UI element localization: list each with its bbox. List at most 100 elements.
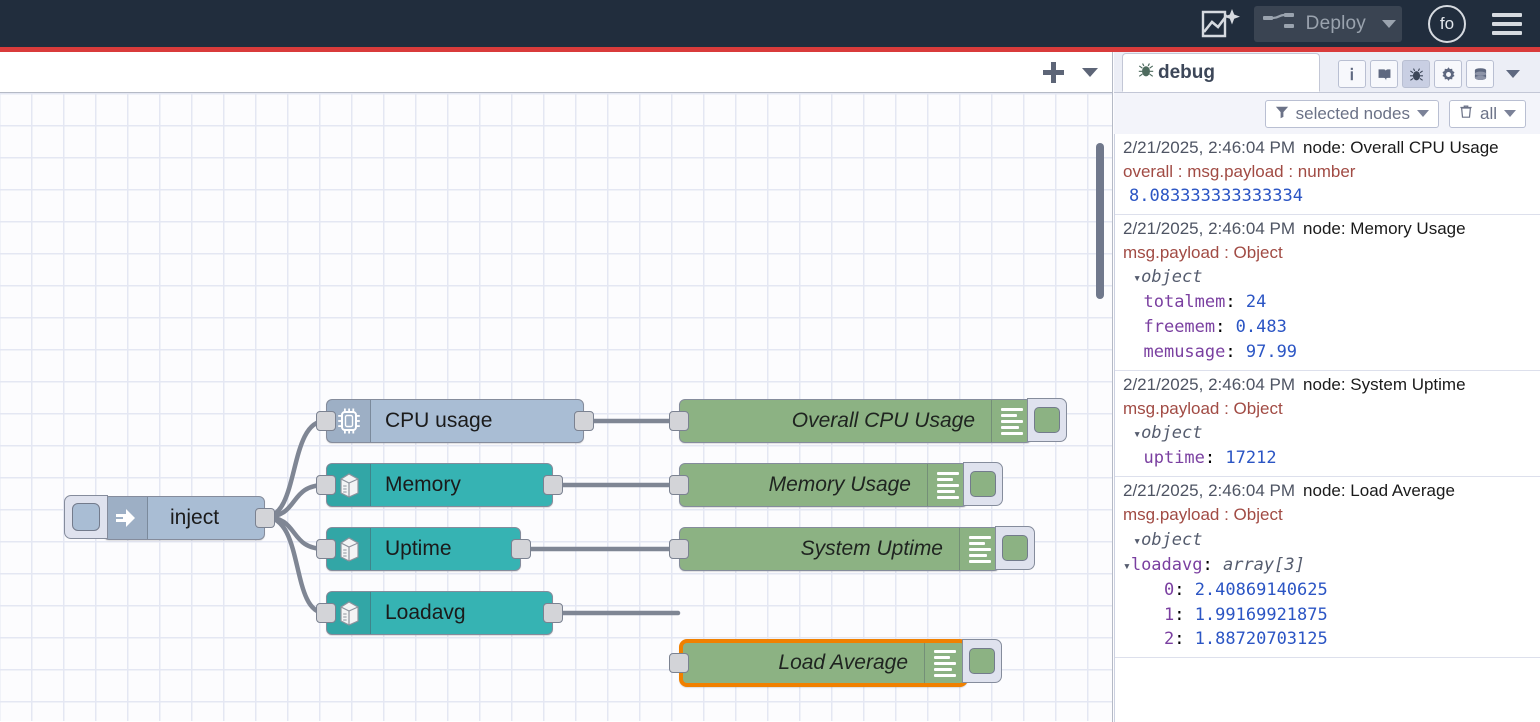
object-property-row[interactable]: uptime: 17212 — [1123, 446, 1540, 471]
deploy-flow-icon — [1262, 9, 1296, 38]
flow-list-chevron-down-icon[interactable] — [1082, 67, 1098, 77]
output-port[interactable] — [543, 475, 563, 495]
expand-triangle-icon[interactable]: ▾ — [1133, 533, 1142, 549]
input-port[interactable] — [669, 539, 689, 559]
debug-toggle-button[interactable] — [1027, 398, 1067, 442]
input-port[interactable] — [669, 411, 689, 431]
node-debug-memory-usage[interactable]: Memory Usage — [669, 462, 1003, 507]
node-debug-load-average[interactable]: Load Average — [669, 639, 1002, 687]
debug-source-node[interactable]: node: System Uptime — [1303, 375, 1466, 395]
wire-layer — [262, 418, 681, 616]
object-root-toggle[interactable]: ▾object — [1123, 421, 1540, 446]
property-separator: : — [1174, 629, 1195, 650]
property-key: 2 — [1163, 629, 1175, 650]
node-uptime[interactable]: Uptime — [316, 527, 531, 571]
object-root-toggle[interactable]: ▾object — [1123, 265, 1540, 290]
expand-triangle-icon[interactable]: ▾ — [1133, 427, 1142, 443]
debug-source-node[interactable]: node: Overall CPU Usage — [1303, 138, 1499, 157]
node-label: CPU usage — [385, 409, 493, 432]
input-port[interactable] — [669, 653, 689, 673]
gear-icon[interactable] — [1434, 60, 1462, 88]
input-port[interactable] — [316, 539, 336, 559]
flow-canvas[interactable]: inject CP — [0, 93, 1112, 721]
tab-debug[interactable]: debug — [1122, 53, 1320, 92]
bug-icon — [1137, 61, 1155, 85]
object-property-row[interactable]: freemem: 0.483 — [1123, 315, 1540, 340]
object-property-row[interactable]: 0: 2.40869140625 — [1123, 578, 1540, 603]
input-port[interactable] — [316, 603, 336, 623]
object-property-row[interactable]: 2: 1.88720703125 — [1123, 627, 1540, 652]
debug-toggle-button[interactable] — [995, 526, 1035, 570]
debug-source-node[interactable]: node: Memory Usage — [1303, 218, 1466, 238]
object-property-row[interactable]: totalmem: 24 — [1123, 290, 1540, 315]
node-label: Load Average — [778, 651, 908, 674]
ai-sparkle-icon[interactable] — [1198, 4, 1244, 44]
input-port[interactable] — [316, 475, 336, 495]
property-separator: : — [1225, 292, 1246, 313]
bug-icon[interactable] — [1402, 60, 1430, 88]
deploy-dropdown-caret[interactable] — [1382, 19, 1396, 28]
node-label: Memory — [385, 473, 461, 496]
help-book-icon[interactable] — [1370, 60, 1398, 88]
chevron-down-icon — [1416, 110, 1429, 117]
debug-toggle-button[interactable] — [963, 462, 1003, 506]
property-key: 0 — [1163, 579, 1175, 600]
node-debug-system-uptime[interactable]: System Uptime — [669, 526, 1035, 571]
deploy-button[interactable]: Deploy — [1253, 5, 1402, 42]
debug-source-node[interactable]: node: Load Average — [1303, 481, 1455, 501]
node-label: System Uptime — [800, 537, 943, 560]
debug-toggle-button[interactable] — [962, 639, 1002, 683]
object-root-toggle[interactable]: ▾object — [1123, 528, 1540, 553]
object-type-label: object — [1141, 423, 1203, 444]
output-port[interactable] — [543, 603, 563, 623]
property-value: 1.88720703125 — [1194, 629, 1328, 650]
debug-message-topic: msg.payload : Object — [1123, 505, 1283, 525]
object-property-row[interactable]: memusage: 97.99 — [1123, 340, 1540, 365]
debug-message-value: 8.083333333333334 — [1129, 186, 1303, 207]
debug-lines-icon — [927, 464, 967, 506]
node-loadavg[interactable]: Loadavg — [316, 591, 563, 635]
object-property-row[interactable]: 1: 1.99169921875 — [1123, 603, 1540, 628]
clear-messages-button[interactable]: all — [1448, 99, 1526, 128]
info-icon[interactable] — [1338, 60, 1366, 88]
debug-message-topic: overall : msg.payload : number — [1123, 162, 1356, 182]
hamburger-menu-icon[interactable] — [1492, 8, 1522, 40]
node-debug-overall-cpu-usage[interactable]: Overall CPU Usage — [669, 398, 1067, 443]
user-avatar[interactable]: fo — [1428, 4, 1466, 43]
debug-filter-bar: selected nodes all — [1114, 93, 1540, 134]
node-cpu-usage[interactable]: CPU usage — [316, 399, 594, 443]
node-label: Memory Usage — [768, 473, 911, 496]
context-data-icon[interactable] — [1466, 60, 1494, 88]
property-value: 24 — [1245, 292, 1267, 313]
flow-workspace: inject CP — [0, 52, 1113, 722]
expand-triangle-icon[interactable]: ▾ — [1133, 271, 1142, 287]
property-value: 1.99169921875 — [1194, 604, 1328, 625]
input-port[interactable] — [669, 475, 689, 495]
sidebar-more-chevron-down-icon[interactable] — [1506, 70, 1520, 78]
add-flow-tab-button[interactable] — [1042, 61, 1064, 83]
output-port[interactable] — [511, 539, 531, 559]
node-inject[interactable]: inject — [64, 495, 275, 540]
inject-trigger-button[interactable] — [64, 495, 108, 539]
filter-selected-nodes-button[interactable]: selected nodes — [1264, 99, 1439, 128]
output-port[interactable] — [255, 508, 275, 528]
canvas-vertical-scrollbar[interactable] — [1096, 143, 1104, 299]
property-value: 17212 — [1225, 448, 1277, 469]
input-port[interactable] — [316, 411, 336, 431]
filter-label: selected nodes — [1295, 103, 1410, 123]
object-type-label: object — [1141, 267, 1203, 288]
property-value: 2.40869140625 — [1194, 579, 1328, 600]
output-port[interactable] — [574, 411, 594, 431]
object-property-row[interactable]: ▾loadavg: array[3] — [1123, 553, 1540, 578]
expand-triangle-icon[interactable]: ▾ — [1123, 558, 1131, 574]
property-separator: : — [1215, 317, 1236, 338]
property-key: 1 — [1163, 604, 1175, 625]
node-memory[interactable]: Memory — [316, 463, 563, 507]
